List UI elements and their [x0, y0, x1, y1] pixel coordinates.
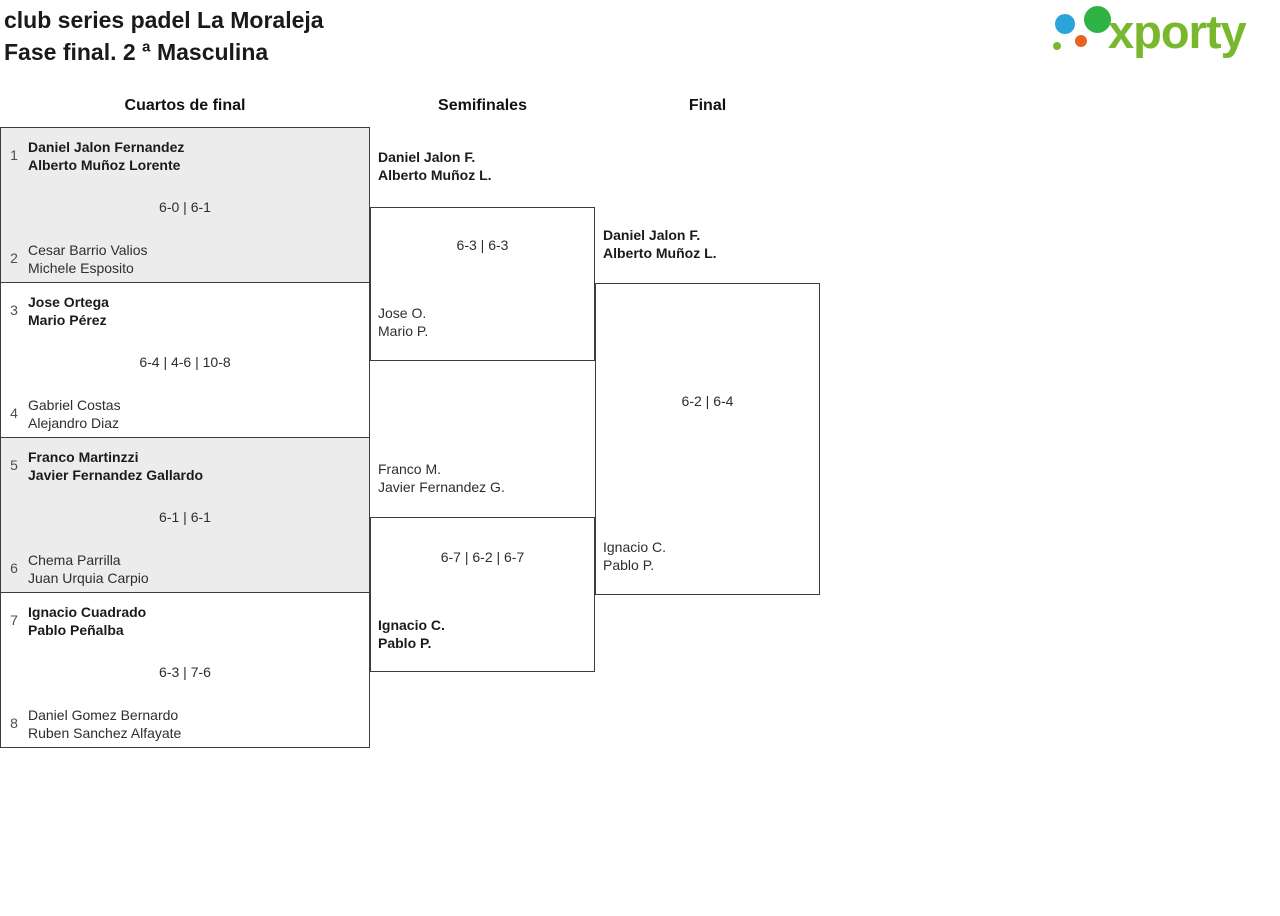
seed-number: 7	[10, 612, 18, 628]
player-name: Alberto Muñoz L.	[603, 245, 717, 261]
team-entry: Franco Martinzzi Javier Fernandez Gallar…	[28, 448, 203, 484]
match-score: 6-4 | 4-6 | 10-8	[139, 354, 231, 370]
player-name: Javier Fernandez G.	[378, 479, 505, 495]
team-entry: Ignacio C. Pablo P.	[603, 538, 666, 574]
team-entry: Ignacio C. Pablo P.	[378, 616, 445, 652]
seed-number: 3	[10, 302, 18, 318]
column-header-semifinals: Semifinales	[438, 97, 527, 114]
player-name: Pablo Peñalba	[28, 622, 124, 638]
match-score: 6-2 | 6-4	[681, 393, 734, 409]
tournament-name: club series padel La Moraleja	[4, 7, 324, 33]
match-score: 6-7 | 6-2 | 6-7	[440, 549, 525, 565]
quarterfinal-match-4: 7 Ignacio Cuadrado Pablo Peñalba 6-3 | 7…	[0, 592, 370, 748]
match-score: 6-3 | 7-6	[159, 664, 211, 680]
logo-dot-green-icon	[1084, 6, 1111, 33]
player-name: Ruben Sanchez Alfayate	[28, 725, 182, 741]
seed-number: 6	[10, 560, 18, 576]
player-name: Ignacio C.	[378, 617, 445, 633]
player-name: Daniel Jalon F.	[378, 149, 476, 165]
team-entry: Gabriel Costas Alejandro Diaz	[28, 396, 121, 432]
player-name: Juan Urquia Carpio	[28, 570, 149, 586]
team-entry: Daniel Gomez Bernardo Ruben Sanchez Alfa…	[28, 706, 181, 742]
seed-number: 5	[10, 457, 18, 473]
player-name: Michele Esposito	[28, 260, 134, 276]
player-name: Daniel Gomez Bernardo	[28, 707, 179, 723]
quarterfinal-match-2: 3 Jose Ortega Mario Pérez 6-4 | 4-6 | 10…	[0, 282, 370, 438]
player-name: Daniel Jalon Fernandez	[28, 139, 185, 155]
player-name: Javier Fernandez Gallardo	[28, 467, 204, 483]
player-name: Mario P.	[378, 323, 429, 339]
team-entry: Daniel Jalon Fernandez Alberto Muñoz Lor…	[28, 138, 184, 174]
player-name: Daniel Jalon F.	[603, 227, 701, 243]
phase-name: Fase final. 2 ª Masculina	[4, 39, 269, 65]
xporty-logo: xporty	[1050, 2, 1278, 66]
semifinal-1-connector	[370, 207, 595, 361]
match-score: 6-1 | 6-1	[159, 509, 211, 525]
player-name: Alberto Muñoz Lorente	[28, 157, 181, 173]
logo-dot-small-green-icon	[1053, 42, 1061, 50]
player-name: Alberto Muñoz L.	[378, 167, 492, 183]
quarterfinal-match-3: 5 Franco Martinzzi Javier Fernandez Gall…	[0, 437, 370, 593]
seed-number: 8	[10, 715, 18, 731]
player-name: Alejandro Diaz	[28, 415, 120, 431]
team-entry: Jose O. Mario P.	[378, 304, 428, 340]
column-header-quarterfinals: Cuartos de final	[124, 97, 246, 114]
team-entry: Cesar Barrio Valios Michele Esposito	[28, 241, 148, 277]
player-name: Franco M.	[378, 461, 442, 477]
logo-dot-orange-icon	[1075, 35, 1087, 47]
player-name: Ignacio C.	[603, 539, 667, 555]
player-name: Mario Pérez	[28, 312, 107, 328]
team-entry: Franco M. Javier Fernandez G.	[378, 460, 505, 496]
player-name: Cesar Barrio Valios	[28, 242, 148, 258]
seed-number: 4	[10, 405, 18, 421]
player-name: Gabriel Costas	[28, 397, 121, 413]
team-entry: Daniel Jalon F. Alberto Muñoz L.	[378, 148, 492, 184]
player-name: Jose Ortega	[28, 294, 109, 310]
player-name: Franco Martinzzi	[28, 449, 139, 465]
player-name: Pablo P.	[603, 557, 655, 573]
player-name: Ignacio Cuadrado	[28, 604, 147, 620]
match-score: 6-3 | 6-3	[456, 237, 509, 253]
player-name: Jose O.	[378, 305, 427, 321]
seed-number: 1	[10, 147, 18, 163]
quarterfinal-match-1: 1 Daniel Jalon Fernandez Alberto Muñoz L…	[0, 127, 370, 283]
team-entry: Chema Parrilla Juan Urquia Carpio	[28, 551, 149, 587]
team-entry: Jose Ortega Mario Pérez	[28, 293, 109, 329]
match-score: 6-0 | 6-1	[159, 199, 211, 215]
seed-number: 2	[10, 250, 18, 266]
player-name: Chema Parrilla	[28, 552, 121, 568]
semifinal-2-connector	[370, 517, 595, 672]
player-name: Pablo P.	[378, 635, 432, 651]
xporty-wordmark: xporty	[1108, 5, 1247, 58]
team-entry: Ignacio Cuadrado Pablo Peñalba	[28, 603, 146, 639]
team-entry: Daniel Jalon F. Alberto Muñoz L.	[603, 226, 717, 262]
column-header-final: Final	[688, 97, 727, 114]
logo-dot-blue-icon	[1055, 14, 1075, 34]
page-title: club series padel La Moraleja Fase final…	[4, 4, 324, 68]
final-connector	[595, 283, 820, 595]
